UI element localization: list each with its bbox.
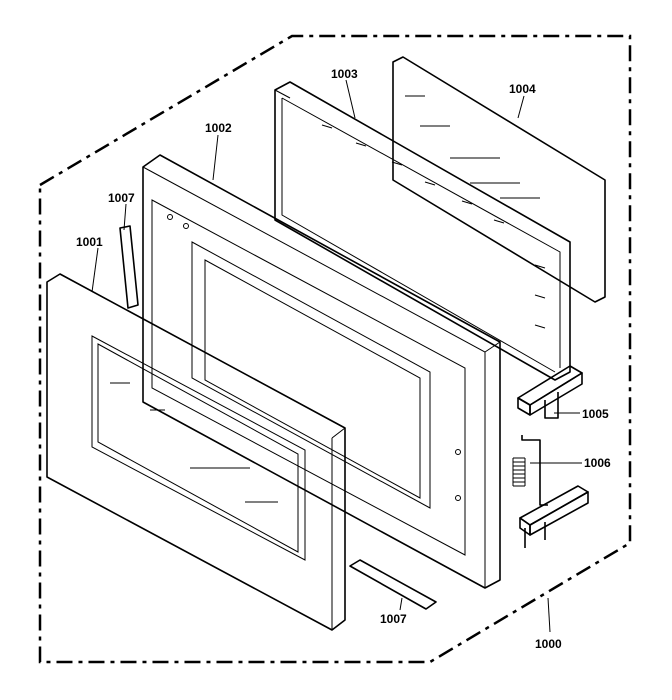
part-1007-choke-strip-top [119,225,139,309]
label-1005: 1005 [582,407,609,421]
part-1006-spring [512,457,526,487]
leader-lines [91,79,582,633]
assembly-boundary-outline [38,34,632,664]
label-1004: 1004 [509,82,536,96]
part-1005-latch-hook [517,365,583,419]
label-1002: 1002 [205,121,232,135]
label-1001: 1001 [76,235,103,249]
part-1002-door-frame [142,154,501,589]
label-1006: 1006 [584,456,611,470]
part-1004-glass-panel [392,56,606,303]
part-lower-latch-lever [519,435,589,548]
label-1000: 1000 [535,637,562,651]
label-1007-top: 1007 [108,191,135,205]
part-1003-choke-frame [274,81,571,381]
label-1003: 1003 [331,67,358,81]
part-1007-choke-strip-bottom [349,559,437,610]
label-1007-bottom: 1007 [380,612,407,626]
part-1001-outer-door [46,273,346,631]
